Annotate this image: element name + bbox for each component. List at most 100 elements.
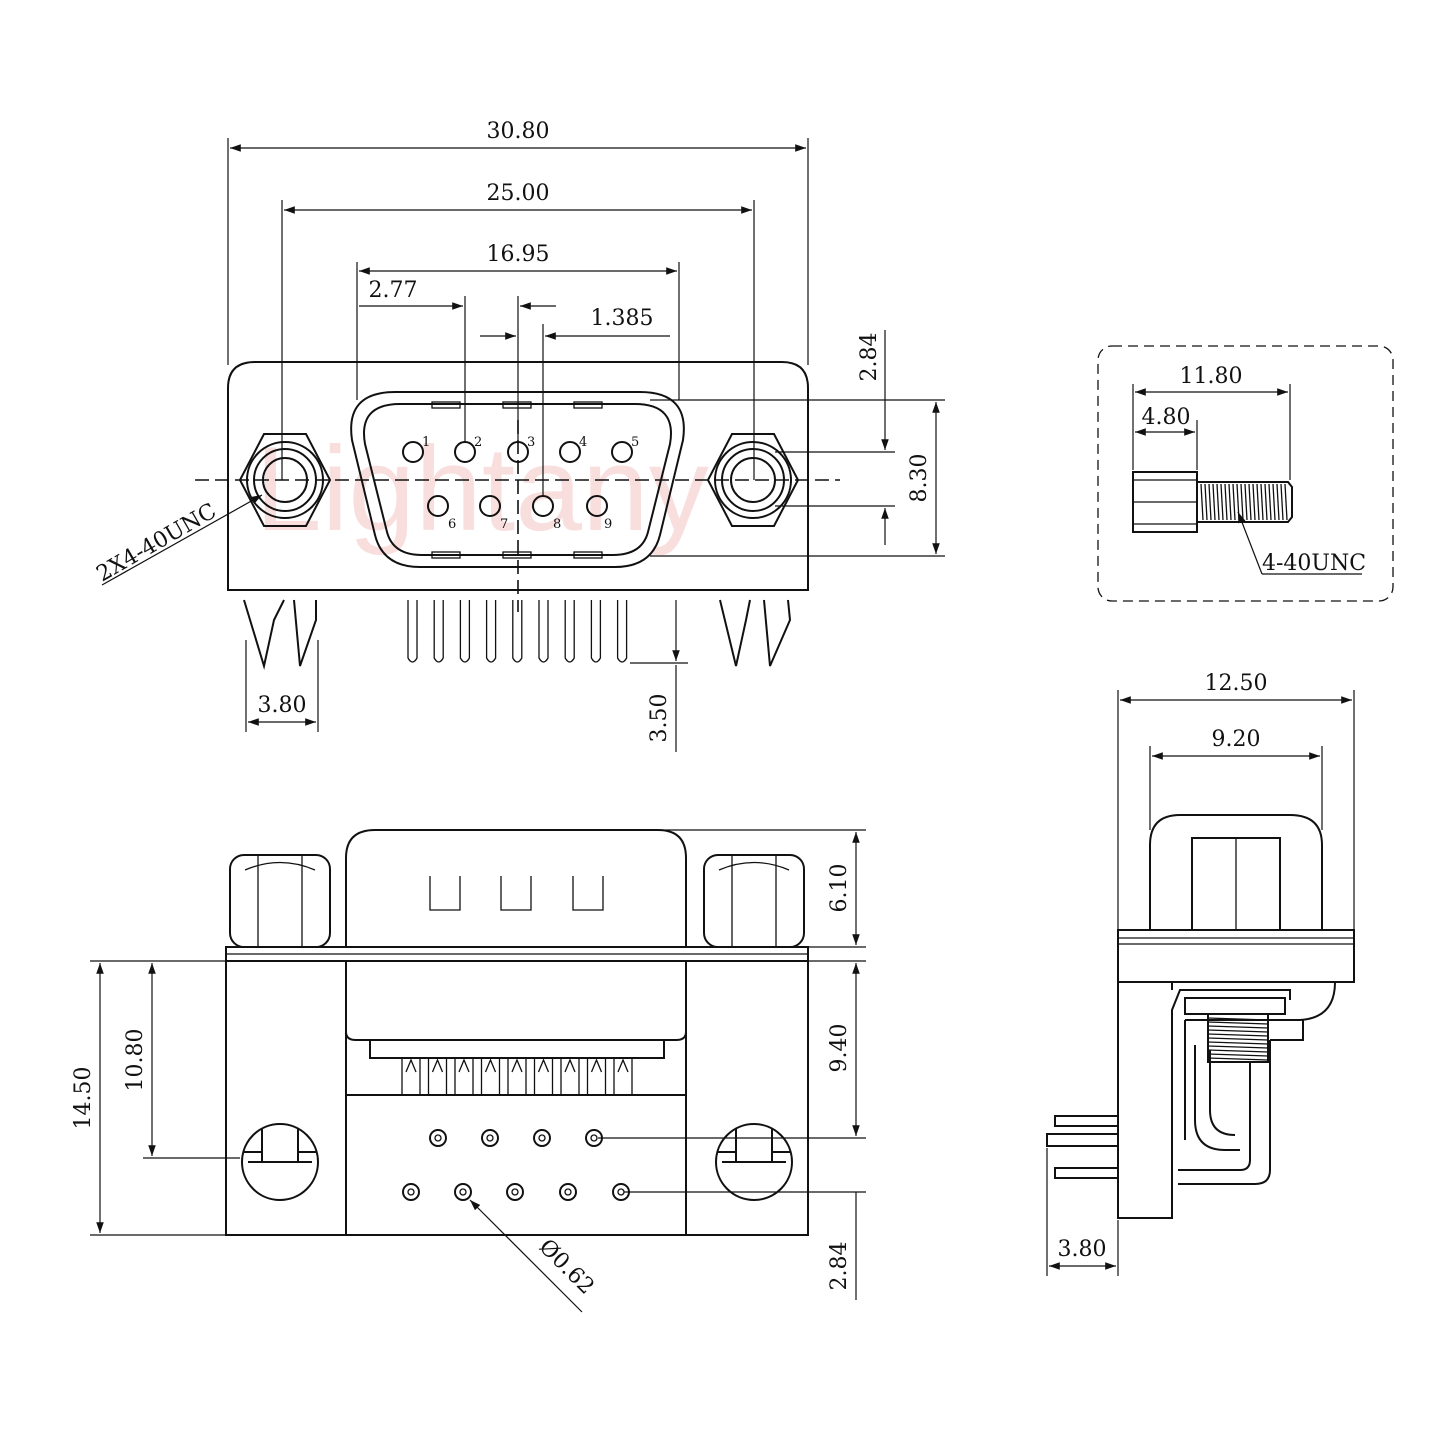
pin-tail-bottom	[613, 1058, 633, 1095]
screw-detail: 11.80 4.80 4-40UNC	[1097, 345, 1394, 602]
tail-bend	[1178, 1062, 1251, 1171]
thread-label-front: 2X4-40UNC	[93, 499, 221, 588]
board-lock-hole-left	[241, 1123, 319, 1201]
bottom-nut-left	[229, 854, 331, 948]
pin-tail-bottom	[507, 1058, 527, 1095]
pin-tail-bottom	[533, 1058, 554, 1095]
dim-row-spacing-bottom: 2.84	[827, 1242, 852, 1291]
pin-tail-bottom	[401, 1058, 421, 1095]
side-thread-lines	[1207, 1017, 1269, 1061]
pcb-hole	[429, 1129, 447, 1147]
pcb-hole	[559, 1183, 577, 1201]
pin-tail-bottom	[454, 1058, 474, 1095]
insulator-block	[369, 1039, 665, 1059]
dimple	[431, 401, 461, 409]
dim-pin-length: 3.50	[647, 694, 672, 743]
pcb-hole	[533, 1129, 551, 1147]
tail-bend	[1209, 1050, 1236, 1136]
pcb-hole	[402, 1183, 420, 1201]
pin-label-7: 7	[500, 517, 508, 532]
side-plate	[1184, 997, 1286, 1015]
pin-label-5: 5	[631, 435, 639, 450]
pcb-tail	[538, 600, 549, 663]
screw-thread	[1197, 481, 1293, 523]
bottom-pin-tails	[401, 1058, 633, 1095]
pin-label-3: 3	[527, 435, 535, 450]
dim-shell-height: 8.30	[907, 454, 932, 503]
dim-hex-length: 4.80	[1142, 405, 1191, 430]
pin-label-8: 8	[553, 517, 561, 532]
d-shell-outer	[350, 391, 685, 568]
pcb-hole	[506, 1183, 524, 1201]
pcb-tail	[407, 600, 418, 663]
board-lock-hole-right	[715, 1123, 793, 1201]
dim-pin-pitch: 2.77	[369, 278, 418, 303]
pin-6	[427, 495, 449, 517]
pcb-hole	[454, 1183, 472, 1201]
pcb-tail	[485, 600, 497, 663]
dim-side-pin-offset: 3.80	[1058, 1237, 1107, 1262]
pin-4	[559, 441, 581, 463]
thread-lines	[1200, 483, 1288, 521]
pcb-tail	[459, 600, 471, 663]
front-flange	[227, 361, 809, 591]
pcb-tail	[564, 600, 575, 663]
pin-label-9: 9	[604, 517, 612, 532]
pin-tail-bottom	[427, 1058, 448, 1095]
dim-total-height: 14.50	[71, 1067, 96, 1130]
dim-shell-width: 16.95	[487, 242, 550, 267]
pcb-tail	[512, 600, 523, 663]
pcb-tail	[616, 600, 628, 663]
pin-9	[586, 495, 608, 517]
tail-bend	[1178, 1040, 1271, 1185]
bottom-shell	[345, 829, 687, 947]
dim-row-offset: 1.385	[591, 306, 654, 331]
pin-tail-bottom	[480, 1058, 501, 1095]
dim-mount-spacing: 25.00	[487, 181, 550, 206]
side-flange	[1117, 929, 1355, 983]
bottom-nut-right	[703, 854, 805, 948]
pcb-holes	[402, 1129, 630, 1201]
board-lock-right	[763, 599, 792, 667]
dim-side-inner-depth: 9.20	[1212, 727, 1261, 752]
dim-board-lock-spacing: 3.80	[258, 693, 307, 718]
side-inner	[1184, 1020, 1304, 1140]
thread-label-screw: 4-40UNC	[1262, 551, 1366, 576]
side-pin-2	[1046, 1133, 1119, 1147]
pin-tail-bottom	[586, 1058, 607, 1095]
tail-bend	[1194, 1045, 1240, 1151]
side-body	[1117, 982, 1291, 1219]
dimple	[573, 401, 603, 409]
pcb-tails	[407, 600, 628, 663]
side-pin-3	[1054, 1167, 1119, 1179]
dimple	[573, 551, 603, 559]
board-lock-left	[293, 599, 317, 667]
dimple	[502, 401, 532, 409]
pcb-hole	[481, 1129, 499, 1147]
dim-pcb-row-distance: 9.40	[827, 1024, 852, 1073]
pcb-tail	[433, 600, 444, 663]
pin-label-2: 2	[474, 435, 482, 450]
detail-frame	[1097, 345, 1394, 602]
dim-screw-length: 11.80	[1180, 364, 1243, 389]
side-shell	[1149, 814, 1323, 930]
side-view: 12.50 9.20 3.80	[1046, 671, 1355, 1276]
dim-side-depth: 12.50	[1205, 671, 1268, 696]
bottom-body	[225, 960, 809, 1236]
pin-tail-bottom	[560, 1058, 580, 1095]
pin-label-4: 4	[579, 435, 587, 450]
pin-label-1: 1	[422, 435, 430, 450]
board-lock-left	[243, 599, 285, 670]
dimple	[502, 551, 532, 559]
dimple	[431, 551, 461, 559]
pin-label-6: 6	[448, 517, 456, 532]
dim-overall-width: 30.80	[487, 119, 550, 144]
side-insulator	[1171, 981, 1336, 1021]
pin-1	[402, 441, 424, 463]
dim-mount-height: 10.80	[123, 1029, 148, 1092]
dim-pin-row-offset: 2.84	[857, 333, 882, 382]
bottom-view: 6.10 9.40 2.84 14.50 10.80 Ø0.62	[71, 829, 866, 1313]
pin-7	[479, 495, 501, 517]
dim-hole-diameter: Ø0.62	[534, 1235, 599, 1300]
